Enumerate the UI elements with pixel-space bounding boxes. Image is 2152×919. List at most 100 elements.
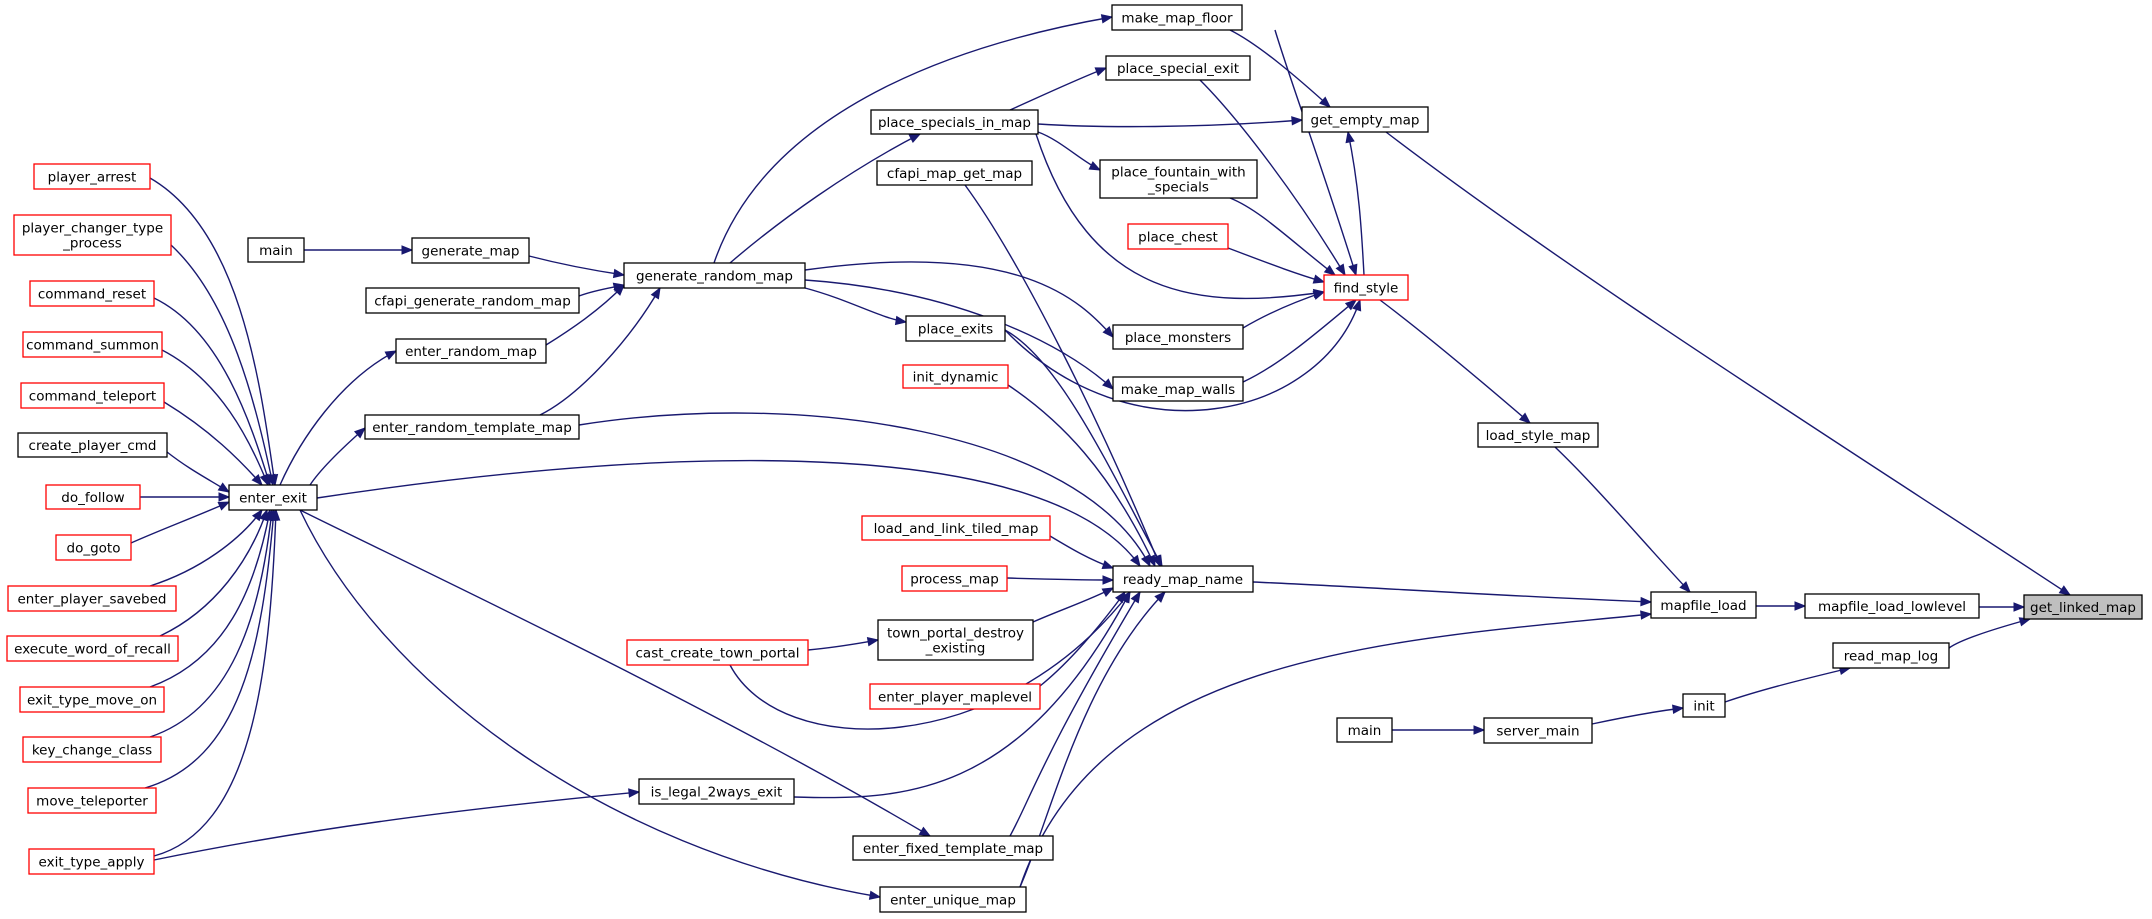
node-label: _specials <box>1147 180 1209 196</box>
node-generate_random_map[interactable]: generate_random_map <box>623 262 806 289</box>
node-label: place_monsters <box>1125 330 1231 346</box>
node-generate_map[interactable]: generate_map <box>411 237 530 264</box>
edge-ready_map_name-to-enter_exit <box>316 459 1141 568</box>
node-execute_word_of_recall[interactable]: execute_word_of_recall <box>6 635 179 662</box>
node-find_style[interactable]: find_style <box>1323 274 1409 301</box>
node-label: init <box>1693 699 1714 715</box>
edge-enter_exit-to-enter_player_savebed <box>149 508 263 587</box>
edge-ready_map_name-to-enter_fixed_template_map <box>1009 590 1141 837</box>
node-label: process_map <box>910 572 999 588</box>
node-make_map_walls[interactable]: make_map_walls <box>1112 376 1244 402</box>
node-place_monsters[interactable]: place_monsters <box>1112 324 1244 350</box>
node-create_player_cmd[interactable]: create_player_cmd <box>17 432 168 458</box>
node-label: generate_map <box>422 244 520 260</box>
node-key_change_class[interactable]: key_change_class <box>22 736 162 763</box>
edge-mapfile_load-to-enter_unique_map <box>1019 610 1653 888</box>
node-enter_random_template_map[interactable]: enter_random_template_map <box>364 414 580 440</box>
node-command_reset[interactable]: command_reset <box>29 280 155 307</box>
node-label: find_style <box>1334 281 1399 297</box>
node-move_teleporter[interactable]: move_teleporter <box>27 787 157 814</box>
node-label: mapfile_load <box>1660 598 1746 614</box>
node-do_goto[interactable]: do_goto <box>55 534 132 561</box>
node-command_teleport[interactable]: command_teleport <box>20 382 165 409</box>
node-label: is_legal_2ways_exit <box>651 785 783 801</box>
node-enter_fixed_template_map[interactable]: enter_fixed_template_map <box>852 835 1054 861</box>
node-label: get_empty_map <box>1311 113 1420 129</box>
edge-find_style-to-make_map_floor <box>1274 29 1358 277</box>
edge-get_empty_map-to-make_map_floor <box>1229 29 1332 108</box>
edge-mapfile_load_lowlevel-to-mapfile_load <box>1756 601 1807 611</box>
node-label: make_map_walls <box>1121 382 1235 398</box>
node-place_special_exit[interactable]: place_special_exit <box>1105 55 1251 81</box>
edge-mapfile_load-to-load_style_map <box>1554 446 1691 593</box>
node-label: command_summon <box>26 338 159 354</box>
node-main1[interactable]: main <box>247 237 305 263</box>
node-load_style_map[interactable]: load_style_map <box>1477 422 1599 448</box>
node-place_chest[interactable]: place_chest <box>1127 223 1229 250</box>
node-load_and_link_tiled_map[interactable]: load_and_link_tiled_map <box>861 515 1051 541</box>
node-enter_exit[interactable]: enter_exit <box>228 484 318 511</box>
node-player_changer_type_process[interactable]: player_changer_type_process <box>13 214 172 256</box>
node-enter_random_map[interactable]: enter_random_map <box>395 338 547 364</box>
node-cfapi_generate_random_map[interactable]: cfapi_generate_random_map <box>365 287 580 314</box>
node-label: make_map_floor <box>1121 11 1233 27</box>
node-read_map_log[interactable]: read_map_log <box>1832 642 1950 669</box>
edge-load_style_map-to-find_style <box>1379 299 1532 424</box>
edge-get_empty_map-to-find_style <box>1345 130 1365 276</box>
node-cfapi_map_get_map[interactable]: cfapi_map_get_map <box>876 160 1033 186</box>
edge-enter_exit-to-do_goto <box>130 501 231 544</box>
node-label: cast_create_town_portal <box>636 646 800 662</box>
node-town_portal_destroy_existing[interactable]: town_portal_destroy_existing <box>877 619 1034 661</box>
edge-server_main-to-main2 <box>1392 725 1486 735</box>
node-server_main[interactable]: server_main <box>1483 717 1593 744</box>
edge-ready_map_name-to-load_and_link_tiled_map <box>1049 535 1115 570</box>
edge-place_exits-to-generate_random_map <box>804 287 908 326</box>
node-place_specials_in_map[interactable]: place_specials_in_map <box>870 109 1039 135</box>
edge-get_linked_map-to-get_empty_map <box>1385 131 2072 596</box>
node-place_fountain_with_specials[interactable]: place_fountain_with_specials <box>1099 159 1258 199</box>
node-enter_player_maplevel[interactable]: enter_player_maplevel <box>869 683 1041 710</box>
node-label: enter_player_savebed <box>18 592 167 608</box>
edge-make_map_floor-to-generate_random_map <box>713 14 1114 264</box>
node-enter_player_savebed[interactable]: enter_player_savebed <box>7 585 177 612</box>
edge-init-to-server_main <box>1591 704 1685 725</box>
node-place_exits[interactable]: place_exits <box>905 315 1006 342</box>
edge-enter_exit-to-key_change_class <box>149 508 276 738</box>
node-do_follow[interactable]: do_follow <box>45 484 141 510</box>
node-cast_create_town_portal[interactable]: cast_create_town_portal <box>626 639 809 666</box>
node-enter_unique_map[interactable]: enter_unique_map <box>879 886 1027 913</box>
node-exit_type_move_on[interactable]: exit_type_move_on <box>19 686 165 713</box>
edge-mapfile_load-to-ready_map_name <box>1252 581 1653 607</box>
edge-read_map_log-to-init <box>1724 665 1852 703</box>
edges-layer <box>130 14 2072 900</box>
node-init[interactable]: init <box>1682 693 1726 718</box>
edge-town_portal_destroy_existing-to-cast_create_town_portal <box>807 637 880 651</box>
node-command_summon[interactable]: command_summon <box>22 331 163 358</box>
node-mapfile_load_lowlevel[interactable]: mapfile_load_lowlevel <box>1804 593 1980 619</box>
node-label: load_and_link_tiled_map <box>874 521 1039 537</box>
edge-place_monsters-to-generate_random_map <box>804 261 1114 339</box>
edge-find_style-to-place_monsters <box>1242 290 1326 329</box>
node-mapfile_load[interactable]: mapfile_load <box>1650 591 1757 619</box>
node-make_map_floor[interactable]: make_map_floor <box>1111 4 1243 31</box>
node-is_legal_2ways_exit[interactable]: is_legal_2ways_exit <box>638 778 795 805</box>
node-player_arrest[interactable]: player_arrest <box>33 163 151 190</box>
node-label: command_reset <box>38 287 146 303</box>
node-label: mapfile_load_lowlevel <box>1818 599 1966 615</box>
node-label: enter_exit <box>239 491 307 507</box>
node-get_linked_map[interactable]: get_linked_map <box>2023 594 2143 620</box>
node-label: command_teleport <box>29 389 156 405</box>
node-label: enter_random_map <box>405 344 537 360</box>
node-init_dynamic[interactable]: init_dynamic <box>902 364 1009 389</box>
node-label: place_chest <box>1138 230 1218 246</box>
node-ready_map_name[interactable]: ready_map_name <box>1112 565 1254 593</box>
node-main2[interactable]: main <box>1336 717 1393 743</box>
node-process_map[interactable]: process_map <box>901 565 1008 592</box>
node-label: main <box>259 243 293 259</box>
node-exit_type_apply[interactable]: exit_type_apply <box>28 848 155 875</box>
node-label: execute_word_of_recall <box>14 642 171 658</box>
edge-enter_exit-to-command_summon <box>161 349 269 487</box>
edge-ready_map_name-to-enter_random_template_map <box>578 412 1151 568</box>
node-get_empty_map[interactable]: get_empty_map <box>1301 106 1429 133</box>
node-label: town_portal_destroy <box>887 626 1024 642</box>
